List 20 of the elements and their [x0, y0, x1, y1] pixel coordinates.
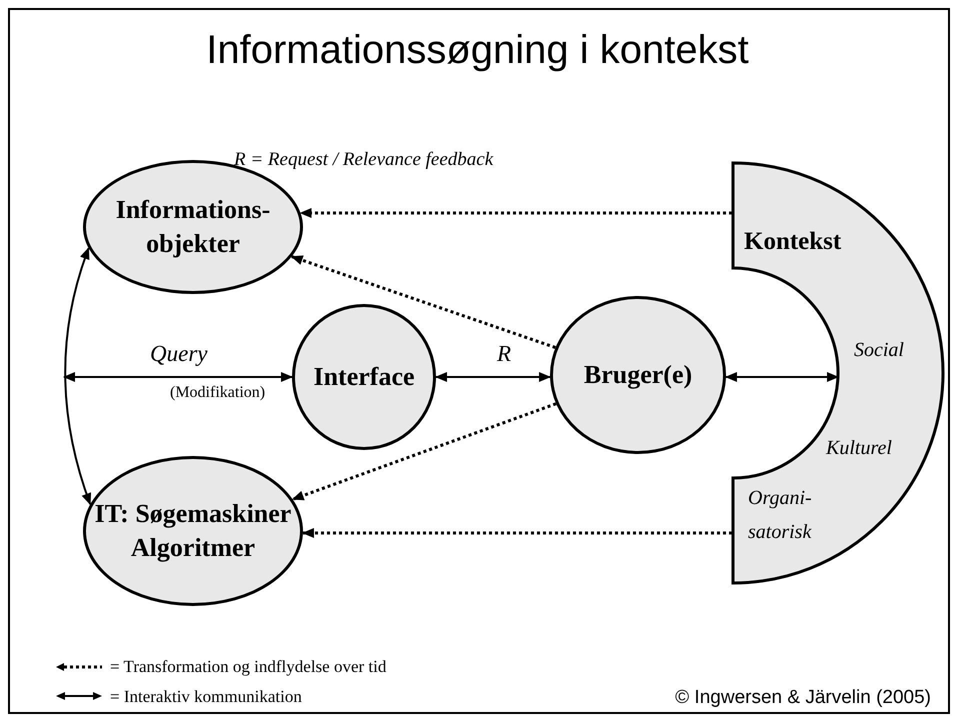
edge-label: R — [497, 340, 512, 368]
copyright-note: © Ingwersen & Järvelin (2005) — [675, 686, 931, 710]
legend-text: = Interaktiv kommunikation — [110, 686, 302, 708]
title: Informationssøgning i kontekst — [205, 27, 750, 74]
double-arrow — [63, 372, 293, 382]
dotted-arrow — [302, 528, 732, 538]
dotted-arrow — [290, 255, 556, 349]
node-text: Social — [854, 338, 904, 363]
double-arrow — [435, 372, 552, 382]
edge-label: Query — [150, 340, 208, 368]
node-text: Kulturel — [826, 436, 892, 461]
ellipse-node: IT: Søgemaskiner Algoritmer — [83, 456, 303, 606]
node-text: Kontekst — [744, 227, 842, 257]
double-arrow — [64, 247, 92, 506]
modification-note: (Modifikation) — [170, 383, 266, 403]
ellipse-node: Interface — [292, 304, 436, 450]
dotted-arrow — [300, 208, 732, 218]
ellipse-node: Bruger(e) — [550, 296, 726, 454]
legend-text: = Transformation og indflydelse over tid — [110, 656, 386, 678]
node-text: Organi- satorisk — [748, 486, 813, 545]
